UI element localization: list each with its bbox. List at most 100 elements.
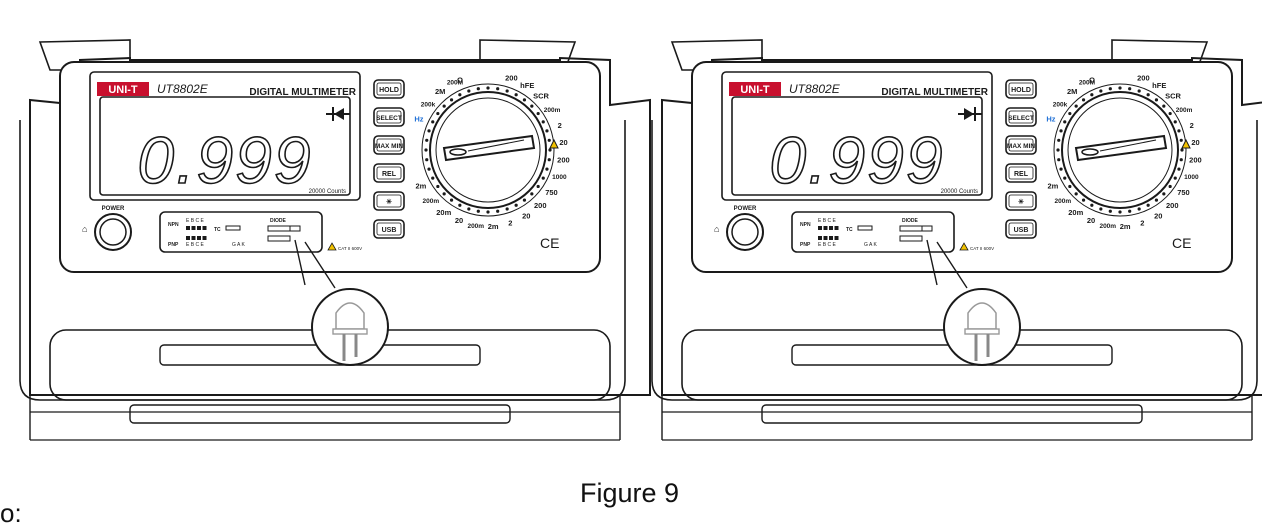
dial-label: 20	[1087, 216, 1095, 225]
max-min-button[interactable]: MAX MIN	[373, 135, 405, 155]
led-body	[335, 302, 365, 330]
dial-label: 2m	[1047, 182, 1058, 191]
usb-button[interactable]: USB	[1005, 219, 1037, 239]
dial-label: 200M	[447, 80, 463, 87]
callout-line	[926, 239, 968, 289]
power-button[interactable]	[726, 213, 764, 251]
dial-label: 20	[1191, 138, 1199, 147]
dial-label: 200	[1189, 155, 1202, 164]
cat-rating: CAT II 600V	[970, 246, 994, 251]
dial-label: 20	[1154, 212, 1162, 221]
dial-label: 200m	[1055, 198, 1072, 205]
button-label: REL	[1014, 171, 1029, 178]
meter-title: DIGITAL MULTIMETER	[881, 87, 988, 98]
dial-label: 750	[545, 188, 558, 197]
dial-label: SCR	[533, 92, 549, 101]
dial-label: 200m	[544, 107, 561, 114]
usb-button[interactable]: USB	[373, 219, 405, 239]
select-button[interactable]: SELECT	[1005, 107, 1037, 127]
warning-icon	[549, 138, 559, 149]
dial-label: 20m	[436, 208, 451, 217]
dial-label: 750	[1177, 188, 1190, 197]
dial-label: 2M	[435, 87, 445, 96]
diode-icon	[958, 107, 982, 121]
dial-label: SCR	[1165, 92, 1181, 101]
button-label: HOLD	[1011, 87, 1031, 94]
rel-button[interactable]: REL	[373, 163, 405, 183]
svg-text:NPN: NPN	[168, 222, 179, 228]
dial-label: 200m	[1176, 107, 1193, 114]
dial-label: Hz	[414, 114, 423, 123]
model-label: UT8802E	[157, 82, 209, 96]
power-label: POWER	[102, 206, 125, 212]
lcd-reading: 0.999	[137, 123, 312, 197]
svg-text:PNP: PNP	[800, 242, 811, 248]
button-label: ☀	[386, 198, 392, 206]
dial-label: 20	[522, 212, 530, 221]
side-label: o:	[0, 498, 22, 528]
power-label: POWER	[734, 206, 757, 212]
dial-label: 2	[1140, 219, 1144, 228]
button-label: SELECT	[376, 115, 402, 122]
power-button[interactable]	[94, 213, 132, 251]
power-on-icon: ⌂	[714, 224, 719, 234]
dial-label: Ω	[457, 75, 463, 84]
backlight-button[interactable]: ☀	[1005, 191, 1037, 211]
hold-button[interactable]: HOLD	[373, 79, 405, 99]
button-label: ☀	[1018, 198, 1024, 206]
dial-label: 2M	[1067, 87, 1077, 96]
backlight-button[interactable]: ☀	[373, 191, 405, 211]
diode-icon	[326, 107, 350, 121]
warning-icon	[1181, 138, 1191, 149]
ce-mark: CE	[540, 235, 559, 251]
max-min-button[interactable]: MAX MIN	[1005, 135, 1037, 155]
brand-logo: UNI-T	[108, 84, 138, 96]
dial-label: 200m	[423, 198, 440, 205]
hold-button[interactable]: HOLD	[1005, 79, 1037, 99]
lcd-counts: 20000 Counts	[309, 189, 346, 195]
lcd-counts: 20000 Counts	[941, 189, 978, 195]
svg-text:E B C E: E B C E	[186, 242, 204, 248]
dial-label: 20m	[1068, 208, 1083, 217]
model-label: UT8802E	[789, 82, 841, 96]
dial-label: 2	[1190, 121, 1194, 130]
dial-label: 200m	[467, 223, 484, 230]
svg-text:G A K: G A K	[232, 242, 245, 248]
select-button[interactable]: SELECT	[373, 107, 405, 127]
svg-text:G A K: G A K	[864, 242, 877, 248]
svg-text:DIODE: DIODE	[902, 218, 919, 224]
dial-label: hFE	[1152, 81, 1166, 90]
dial-label: Hz	[1046, 114, 1055, 123]
dial-label: 2	[508, 219, 512, 228]
button-label: MAX MIN	[1007, 143, 1035, 150]
button-label: SELECT	[1008, 115, 1034, 122]
ce-mark: CE	[1172, 235, 1191, 251]
led-callout	[311, 288, 389, 366]
svg-text:E B C E: E B C E	[818, 218, 836, 224]
led-body	[967, 302, 997, 330]
dial-label: 200m	[1099, 223, 1116, 230]
led-leads	[974, 334, 990, 361]
dial-label: 2m	[1120, 222, 1131, 231]
rel-button[interactable]: REL	[1005, 163, 1037, 183]
dial-label: 20	[559, 138, 567, 147]
dial-label: Ω	[1089, 75, 1095, 84]
led-leads	[342, 334, 358, 361]
svg-text:NPN: NPN	[800, 222, 811, 228]
dial-label: 2	[558, 121, 562, 130]
svg-text:TC: TC	[214, 227, 221, 233]
meter-title: DIGITAL MULTIMETER	[249, 87, 356, 98]
dial-label: 200	[1166, 201, 1179, 210]
dial-label: 1000	[1184, 174, 1199, 181]
callout-line	[294, 239, 336, 289]
svg-text:E B C E: E B C E	[186, 218, 204, 224]
meter-left-details: UNI-T UT8802E DIGITAL MULTIMETER 0.99920000…	[82, 74, 570, 366]
dial-label: 20	[455, 216, 463, 225]
dial-label: 200	[1137, 74, 1150, 83]
